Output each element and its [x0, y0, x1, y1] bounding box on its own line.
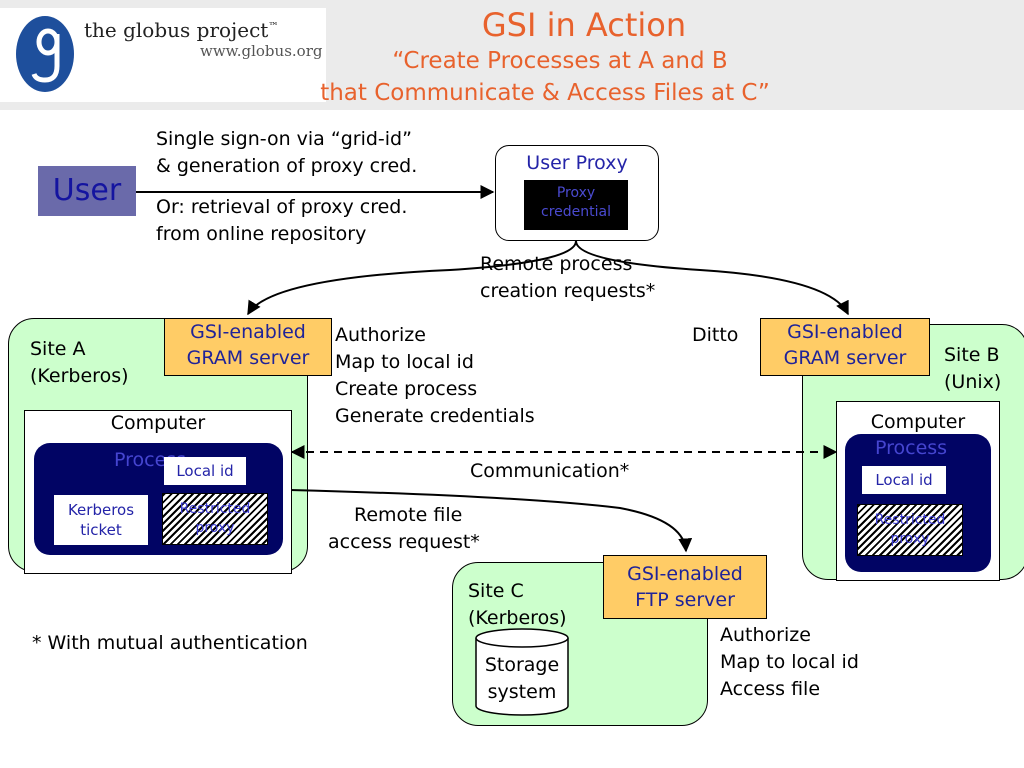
site-c-ftp-line-2: FTP server: [635, 589, 735, 611]
user-proxy-box: User Proxy Proxy credential: [495, 145, 659, 241]
remote-file-line-1: Remote file: [354, 504, 463, 526]
site-a-step: Create process: [335, 378, 478, 400]
remote-process-line-2: creation requests*: [480, 280, 656, 302]
site-b-restricted-line-1: Restricted: [874, 512, 946, 528]
remote-process-line-1: Remote process: [480, 253, 633, 275]
site-c-step: Access file: [720, 678, 821, 700]
sso-or-line-2: from online repository: [156, 223, 367, 245]
site-b-name: Site B: [944, 344, 1000, 366]
site-b-local-id: Local id: [862, 466, 946, 494]
site-b-computer-label: Computer: [870, 411, 966, 433]
sso-line-2: & generation of proxy cred.: [156, 155, 418, 177]
storage-line-2: system: [487, 681, 557, 703]
subtitle-line-2: that Communicate & Access Files at C”: [320, 80, 770, 106]
proxy-to-site-a-arrow: [247, 240, 577, 316]
site-b-process: Process Local id Restricted proxy: [845, 434, 991, 572]
site-b-restricted-line-2: proxy: [890, 531, 930, 547]
site-b-process-label: Process: [875, 437, 948, 459]
site-a-restricted-line-1: Restricted: [179, 501, 251, 517]
site-a-gram-line-2: GRAM server: [186, 347, 310, 369]
site-a-restricted-line-2: proxy: [195, 520, 235, 536]
site-a-local-id: Local id: [164, 457, 246, 485]
user-proxy-title: User Proxy: [526, 152, 628, 174]
site-a-type: (Kerberos): [30, 365, 129, 387]
site-b-gram-line-2: GRAM server: [783, 347, 907, 369]
site-c-ftp-line-1: GSI-enabled: [627, 563, 743, 585]
sso-line-1: Single sign-on via “grid-id”: [156, 128, 412, 150]
site-c-ftp-server: GSI-enabled FTP server: [603, 555, 767, 619]
kerberos-ticket-line-2: ticket: [80, 521, 122, 539]
proxy-to-site-b-arrow: [575, 240, 849, 316]
site-a-step: Generate credentials: [335, 405, 535, 427]
site-a-process: Process Local id Kerberos ticket Restric…: [34, 443, 283, 555]
proxy-credential-line-1: Proxy: [556, 185, 596, 201]
globus-logo: the globus project™ www.globus.org: [0, 8, 326, 102]
remote-file-arrow: [289, 489, 693, 553]
proxy-credential: Proxy credential: [524, 180, 628, 230]
site-a-gram-server: GSI-enabled GRAM server: [164, 318, 332, 376]
page-title: GSI in Action: [481, 6, 687, 44]
site-a-computer-label: Computer: [110, 412, 206, 434]
site-c-step: Authorize: [720, 624, 811, 646]
logo-tm: ™: [268, 21, 279, 33]
communication-label: Communication*: [470, 460, 630, 482]
ditto-label: Ditto: [692, 324, 739, 346]
site-a-step: Authorize: [335, 324, 426, 346]
site-c-name: Site C: [468, 580, 524, 602]
user-box: User: [38, 166, 136, 216]
storage-line-1: Storage: [484, 654, 560, 676]
site-b-gram-server: GSI-enabled GRAM server: [760, 318, 930, 376]
remote-file-line-2: access request*: [328, 531, 480, 553]
logo-name: the globus project: [84, 18, 269, 42]
site-c-step: Map to local id: [720, 651, 859, 673]
site-a-restricted-proxy: Restricted proxy: [162, 493, 268, 545]
sso-or-line-1: Or: retrieval of proxy cred.: [156, 196, 408, 218]
logo-url: www.globus.org: [200, 42, 323, 60]
site-b-restricted-proxy: Restricted proxy: [857, 504, 963, 556]
footnote: * With mutual authentication: [32, 632, 308, 654]
site-c-type: (Kerberos): [468, 607, 567, 629]
storage-system-label: Storage system: [474, 652, 570, 706]
site-a-gram-line-1: GSI-enabled: [190, 321, 306, 343]
storage-cylinder-icon: [475, 628, 569, 716]
globus-g-icon: [16, 16, 74, 92]
site-b-gram-line-1: GSI-enabled: [787, 321, 903, 343]
site-b-type: (Unix): [944, 371, 1002, 393]
subtitle-line-1: “Create Processes at A and B: [392, 48, 728, 74]
proxy-credential-line-2: credential: [541, 204, 611, 220]
kerberos-ticket-line-1: Kerberos: [67, 501, 135, 519]
site-a-name: Site A: [30, 338, 86, 360]
site-a-kerberos-ticket: Kerberos ticket: [54, 495, 148, 545]
site-a-step: Map to local id: [335, 351, 474, 373]
